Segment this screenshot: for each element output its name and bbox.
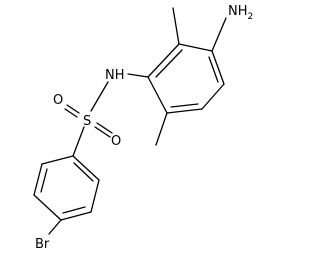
bond-a2-a3 <box>90 179 100 213</box>
oxygen-bottom-label: O <box>111 134 121 149</box>
oxygen-left-label: O <box>53 93 63 108</box>
so-bond-bottom-b <box>94 126 111 138</box>
amine-label: NH2 <box>228 4 253 22</box>
methyl-bond-bottom <box>155 112 168 146</box>
bond-c5-c6 <box>166 108 203 114</box>
amine-bond <box>211 17 227 52</box>
bond-a3-a4 <box>60 211 92 221</box>
nh-ring-bond <box>127 73 149 78</box>
double-bond-inner-b <box>62 206 86 214</box>
sulfur-aryl-bond <box>72 126 85 157</box>
bond-c3-c4 <box>211 50 225 85</box>
bond-c1-c2 <box>147 43 180 78</box>
bond-c6-c1 <box>147 76 168 114</box>
bromine-bond <box>48 219 62 235</box>
bond-a6-a1 <box>41 155 74 165</box>
bromophenyl-ring <box>33 155 100 221</box>
double-bond-inner-2 <box>208 56 219 83</box>
so-bond-left-a <box>66 104 80 114</box>
double-bond-inner-a <box>73 162 94 182</box>
bond-a1-a2 <box>72 155 100 181</box>
bromine-label: Br <box>35 237 50 252</box>
bond-c2-c3 <box>178 43 213 52</box>
sulfur-label: S <box>83 114 91 129</box>
double-bond-inner-1 <box>155 49 183 78</box>
aminodimethylphenyl-ring <box>147 43 225 114</box>
bond-c4-c5 <box>201 83 225 110</box>
double-bond-inner-c <box>40 168 48 193</box>
double-bond-inner-3 <box>170 103 199 108</box>
methyl-bond-top <box>172 7 180 45</box>
bond-a5-a6 <box>33 163 43 196</box>
so-bond-left-b <box>64 108 78 118</box>
bond-a4-a5 <box>33 194 62 221</box>
sulfonamide-nh-label: NH <box>105 68 125 83</box>
structure-canvas: NH2 NH S O O Br <box>33 4 253 252</box>
molecule-structure: NH2 NH S O O Br <box>33 4 253 252</box>
so-bond-bottom-a <box>96 122 113 134</box>
nh-sulfur-bond <box>90 81 109 112</box>
